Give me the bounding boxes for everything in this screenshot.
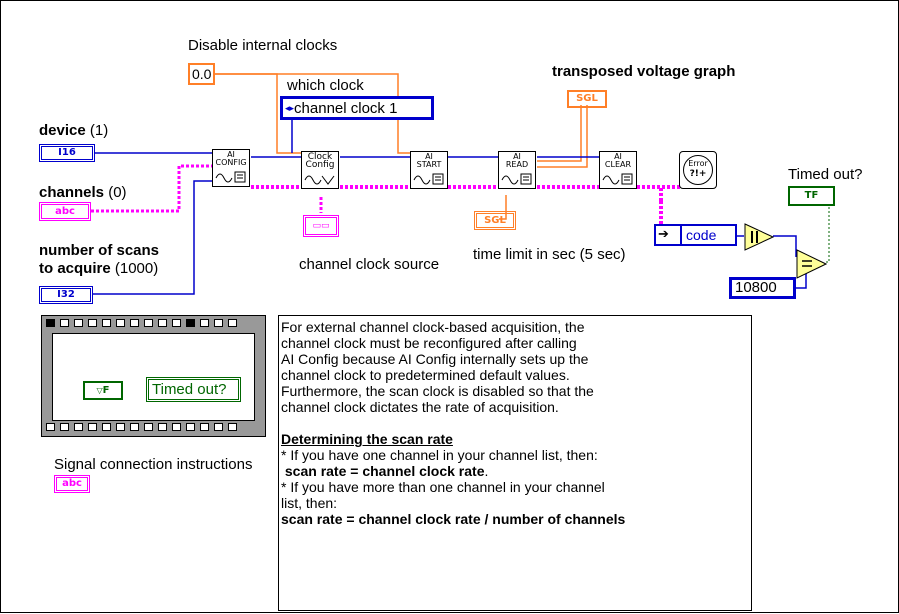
ai-start-line1: AI	[425, 152, 433, 161]
ai-clear-line1: AI	[614, 152, 622, 161]
clock-config-line2: Config	[305, 160, 335, 170]
disable-clocks-constant[interactable]: 0.0	[188, 63, 215, 85]
scans-name: to acquire	[39, 260, 111, 277]
voltage-graph-indicator[interactable]: SGL	[567, 90, 607, 108]
note-rule-one-channel: scan rate = channel clock rate	[284, 463, 485, 479]
channels-wire	[91, 164, 212, 213]
ai-config-line1: AI	[227, 150, 235, 159]
false-constant[interactable]: ▽F	[83, 381, 123, 400]
unbundle-code-label: code	[686, 227, 717, 243]
film-strip-top	[46, 319, 261, 329]
note-heading: Determining the scan rate	[281, 431, 453, 447]
compare-constant[interactable]: 10800	[729, 277, 796, 299]
daq-waveform-icon	[215, 171, 246, 183]
time-limit-label: time limit in sec (5 sec)	[473, 246, 626, 263]
ai-read-line2: READ	[505, 160, 529, 169]
channel-clock-source-label: channel clock source	[299, 256, 440, 273]
note-rule-many-channels: scan rate = channel clock rate / number …	[281, 511, 626, 527]
daq-waveform-icon	[501, 173, 532, 185]
timed-out-local[interactable]: Timed out?	[146, 377, 241, 402]
time-limit-wire	[499, 195, 507, 220]
error-handler-vi[interactable]: Error ?!+	[679, 151, 717, 189]
unbundle-by-name[interactable]: ➔ code	[654, 224, 737, 246]
scans-wire	[93, 180, 212, 295]
error-out-wire	[637, 185, 663, 201]
arrow-right-icon: ➔	[658, 226, 669, 241]
note-line: * If you have more than one channel in y…	[281, 479, 605, 495]
signal-connection-control[interactable]: abc	[54, 475, 90, 493]
note-line: Furthermore, the scan clock is disabled …	[281, 383, 594, 399]
note-line: channel clock dictates the rate of acqui…	[281, 399, 559, 415]
channels-control[interactable]: abc	[39, 202, 91, 221]
disable-clocks-wire-b	[214, 73, 301, 154]
note-line: For external channel clock-based acquisi…	[281, 319, 585, 335]
case-frame-interior: ▽F Timed out?	[52, 333, 255, 421]
channels-name: channels	[39, 184, 105, 201]
signal-connection-label: Signal connection instructions	[54, 456, 253, 473]
device-label: device (1)	[39, 122, 108, 139]
note-line: channel clock must be reconfigured after…	[281, 335, 577, 351]
timed-out-indicator[interactable]: TF	[788, 186, 835, 206]
absolute-value-node[interactable]	[744, 223, 774, 251]
clock-waveform-icon	[304, 175, 335, 185]
ai-clear-line2: CLEAR	[604, 160, 632, 169]
film-strip-bottom	[46, 423, 261, 433]
note-line: AI Config because AI Config internally s…	[281, 351, 589, 367]
scans-control[interactable]: I32	[39, 286, 93, 304]
error-to-handler	[637, 181, 683, 189]
note-rule-end: .	[484, 463, 489, 479]
clock-source-control[interactable]: ▭▭	[303, 215, 339, 237]
disable-internal-clocks-label: Disable internal clocks	[188, 37, 338, 54]
channels-default: (0)	[108, 184, 127, 201]
error-bubble-icon: Error ?!+	[683, 155, 713, 185]
device-control[interactable]: I16	[39, 144, 95, 162]
daq-waveform-icon	[602, 173, 633, 185]
ring-arrows-icon[interactable]: ◂▸	[285, 103, 295, 113]
ai-read-line1: AI	[513, 152, 521, 161]
case-structure[interactable]: ▽F Timed out?	[41, 315, 266, 437]
error-line2: ?!+	[689, 169, 707, 179]
comment-box: For external channel clock-based acquisi…	[278, 315, 752, 611]
time-limit-control[interactable]: SGL	[474, 211, 516, 230]
which-clock-label: which clock	[287, 77, 364, 94]
note-line: list, then:	[281, 495, 338, 511]
which-clock-value: channel clock 1	[294, 100, 398, 117]
graph-wire	[537, 105, 582, 162]
timed-out-wire	[826, 206, 830, 263]
scans-label-line1: number of scans	[39, 242, 160, 259]
constant-wire	[796, 273, 807, 289]
transposed-voltage-graph-label: transposed voltage graph	[552, 63, 736, 80]
device-name: device	[39, 122, 86, 139]
channels-label: channels (0)	[39, 184, 127, 201]
note-line: * If you have one channel in your channe…	[281, 447, 598, 463]
scans-label-line2: to acquire (1000)	[39, 260, 158, 277]
graph-wire-2	[537, 105, 588, 168]
device-default: (1)	[89, 122, 109, 139]
false-constant-value: F	[102, 385, 110, 396]
compare-node[interactable]	[796, 249, 827, 279]
note-line: channel clock to predetermined default v…	[281, 367, 570, 383]
daq-waveform-icon	[413, 173, 444, 185]
timed-out-indicator-label: Timed out?	[788, 166, 863, 183]
ai-start-line2: START	[416, 160, 442, 169]
compare-wire	[773, 235, 797, 257]
ai-config-line2: CONFIG	[215, 158, 247, 167]
clock-config-line1: Clock	[307, 152, 333, 162]
unbundle-divider	[680, 224, 682, 246]
boolean-icon: ▽	[96, 386, 103, 395]
scans-default: (1000)	[114, 260, 159, 277]
error-line1: Error	[688, 159, 708, 168]
which-clock-ring[interactable]: ◂▸channel clock 1	[280, 96, 434, 120]
